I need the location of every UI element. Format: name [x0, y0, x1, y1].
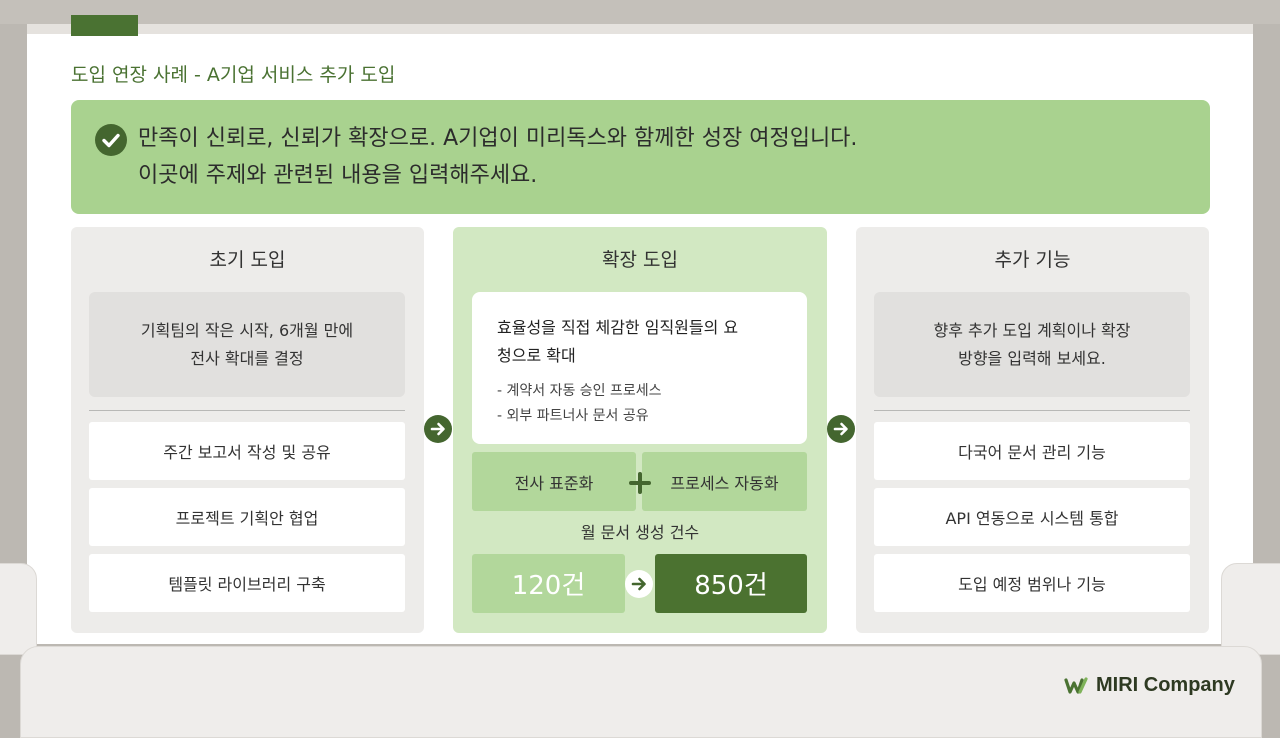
bullet-item: - 계약서 자동 승인 프로세스 — [497, 383, 662, 399]
arrow-right-circle-icon — [424, 415, 452, 443]
column-summary: 효율성을 직접 체감한 임직원들의 요 청으로 확대 - 계약서 자동 승인 프… — [472, 292, 807, 444]
company-name: MIRI Company — [1096, 674, 1235, 696]
automation-pill: 프로세스 자동화 — [642, 452, 807, 511]
count-after: 850건 — [655, 554, 807, 613]
column-summary: 기획팀의 작은 시작, 6개월 만에 전사 확대를 결정 — [89, 292, 405, 397]
banner-line-2: 이곳에 주제와 관련된 내용을 입력해주세요. — [138, 163, 538, 188]
banner-line-1: 만족이 신뢰로, 신뢰가 확장으로. A기업이 미리독스와 함께한 성장 여정입… — [138, 126, 858, 151]
column-title: 추가 기능 — [994, 249, 1071, 271]
divider — [874, 410, 1190, 411]
summary-line-2: 청으로 확대 — [497, 346, 576, 365]
page-title: 도입 연장 사례 - A기업 서비스 추가 도입 — [71, 64, 396, 86]
list-item: API 연동으로 시스템 통합 — [874, 488, 1190, 546]
column-title: 초기 도입 — [209, 249, 286, 271]
check-circle-icon — [95, 124, 127, 156]
standardization-pill: 전사 표준화 — [472, 452, 636, 511]
company-logo: MIRI Company — [1064, 674, 1235, 697]
summary-line-1: 향후 추가 도입 계획이나 확장 — [933, 320, 1131, 340]
list-item: 템플릿 라이브러리 구축 — [89, 554, 405, 612]
list-item: 프로젝트 기획안 협업 — [89, 488, 405, 546]
divider — [89, 410, 405, 411]
banner-text: 만족이 신뢰로, 신뢰가 확장으로. A기업이 미리독스와 함께한 성장 여정입… — [138, 120, 857, 194]
summary-line-2: 방향을 입력해 보세요. — [958, 348, 1106, 368]
additional-features-column: 추가 기능 향후 추가 도입 계획이나 확장 방향을 입력해 보세요. 다국어 … — [856, 227, 1209, 633]
summary-banner: 만족이 신뢰로, 신뢰가 확장으로. A기업이 미리독스와 함께한 성장 여정입… — [71, 100, 1210, 214]
arrow-right-circle-icon — [625, 570, 653, 598]
summary-text: 효율성을 직접 체감한 임직원들의 요 청으로 확대 — [497, 314, 792, 370]
count-label: 월 문서 생성 건수 — [580, 523, 700, 542]
bullet-item: - 외부 파트너사 문서 공유 — [497, 408, 649, 424]
left-side-tab — [0, 563, 37, 655]
initial-adoption-column: 초기 도입 기획팀의 작은 시작, 6개월 만에 전사 확대를 결정 주간 보고… — [71, 227, 424, 633]
list-item: 다국어 문서 관리 기능 — [874, 422, 1190, 480]
column-title: 확장 도입 — [602, 249, 678, 271]
right-side-tab — [1221, 563, 1280, 655]
miri-logo-icon — [1064, 676, 1088, 694]
slide: 도입 연장 사례 - A기업 서비스 추가 도입 만족이 신뢰로, 신뢰가 확장… — [27, 15, 1253, 644]
slide-top-line — [27, 24, 1253, 34]
expansion-column: 확장 도입 효율성을 직접 체감한 임직원들의 요 청으로 확대 - 계약서 자… — [453, 227, 827, 633]
plus-icon — [628, 471, 652, 495]
column-summary: 향후 추가 도입 계획이나 확장 방향을 입력해 보세요. — [874, 292, 1190, 397]
summary-line-2: 전사 확대를 결정 — [190, 348, 304, 368]
arrow-right-circle-icon — [827, 415, 855, 443]
count-before: 120건 — [472, 554, 625, 613]
summary-line-1: 기획팀의 작은 시작, 6개월 만에 — [140, 320, 354, 340]
title-accent-bar — [71, 15, 138, 36]
list-item: 주간 보고서 작성 및 공유 — [89, 422, 405, 480]
summary-line-1: 효율성을 직접 체감한 임직원들의 요 — [497, 318, 739, 337]
list-item: 도입 예정 범위나 기능 — [874, 554, 1190, 612]
top-band — [0, 0, 1280, 24]
